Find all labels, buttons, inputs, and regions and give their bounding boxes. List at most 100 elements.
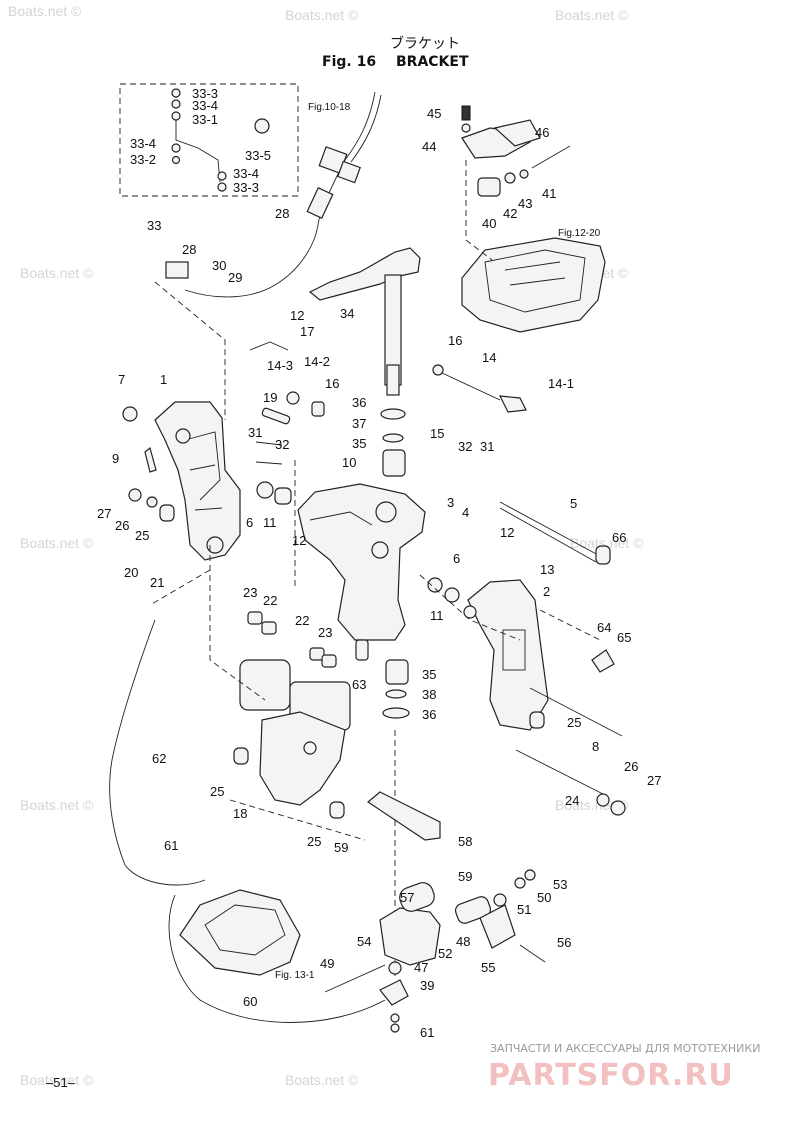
part-label: 2	[543, 584, 550, 599]
part-label: 35	[422, 667, 436, 682]
part-label: 56	[557, 935, 571, 950]
part-label: 45	[427, 106, 441, 121]
part-label: 34	[340, 306, 354, 321]
part-label: 18	[233, 806, 247, 821]
figure-title: BRACKET	[396, 54, 469, 70]
part-label: 29	[228, 270, 242, 285]
leader-line	[229, 799, 366, 841]
clip-9	[144, 446, 157, 473]
cable-60	[168, 894, 386, 1023]
swivel-case-10	[297, 483, 426, 641]
watermark: Boats.net ©	[20, 265, 94, 281]
washer-16	[432, 364, 444, 376]
washer-6-right	[444, 587, 460, 603]
parts-40-46	[461, 105, 571, 197]
bushing-25-lower-b	[329, 801, 345, 819]
leader-line	[154, 281, 226, 420]
parts-47-57	[324, 869, 546, 1033]
part-label: 57	[400, 890, 414, 905]
part-label: 23	[318, 625, 332, 640]
part-label: 28	[275, 206, 289, 221]
part-label: 31	[480, 439, 494, 454]
part-label: 41	[542, 186, 556, 201]
washer-6	[256, 481, 274, 499]
ref-fig-10-18: Fig.10-18	[308, 102, 351, 113]
part-label: 1	[160, 372, 167, 387]
ref-fig-13-1: Fig. 13-1	[275, 970, 315, 981]
part-label: 12	[292, 533, 306, 548]
part-label: 25	[135, 528, 149, 543]
tilt-shaft-5	[499, 501, 601, 557]
part-label: 11	[430, 608, 444, 623]
part-label: 54	[357, 934, 371, 949]
swivel-bracket-2	[463, 579, 549, 731]
part-label: 33-4	[192, 98, 218, 113]
power-tilt-unit-18	[239, 659, 351, 806]
leader-line	[465, 160, 493, 261]
clamp-64	[591, 649, 615, 673]
part-label: 64	[597, 620, 611, 635]
watermark: Boats.net ©	[20, 797, 94, 813]
part-label: 16	[325, 376, 339, 391]
nut-7	[122, 406, 138, 422]
housing-fig-12-20	[461, 237, 606, 333]
leader-line	[149, 569, 211, 606]
part-label: 33-4	[130, 136, 156, 151]
part-label: 33-1	[192, 112, 218, 127]
part-label: 62	[152, 751, 166, 766]
part-label: 53	[553, 877, 567, 892]
rod-14	[439, 371, 501, 401]
part-label: 20	[124, 565, 138, 580]
part-label: 33-4	[233, 166, 259, 181]
part-label: 14-1	[548, 376, 574, 391]
part-label: 24	[565, 793, 579, 808]
plate-58	[366, 791, 441, 841]
part-label: 25	[210, 784, 224, 799]
part-label: 9	[112, 451, 119, 466]
part-label: 14-3	[267, 358, 293, 373]
part-labels: 33-3 33-4 33-1 33-4 33-2 33-5 33-4 33-3 …	[97, 86, 661, 1040]
watermark: Boats.net ©	[20, 1072, 94, 1088]
bolt-63	[355, 639, 369, 661]
steering-arm-34	[308, 247, 421, 396]
part-label: 26	[624, 759, 638, 774]
part-label: 40	[482, 216, 496, 231]
part-label: 12	[290, 308, 304, 323]
shaft-8	[529, 687, 623, 737]
page-number: –51–	[46, 1075, 76, 1090]
title-japanese: ブラケット	[390, 35, 460, 52]
washer-27	[128, 488, 142, 502]
part-label: 63	[352, 677, 366, 692]
part-label: 46	[535, 125, 549, 140]
part-label: 33-2	[130, 152, 156, 167]
part-label: 22	[263, 593, 277, 608]
ref-fig-12-20: Fig.12-20	[558, 228, 601, 239]
bushing-11	[274, 487, 292, 505]
part-label: 38	[422, 687, 436, 702]
part-label: 33-3	[233, 180, 259, 195]
part-label: 61	[420, 1025, 434, 1040]
washer-27-right	[610, 800, 626, 816]
part-label: 21	[150, 575, 164, 590]
bushing-stack-bottom	[382, 659, 410, 719]
part-label: 44	[422, 139, 436, 154]
watermark: Boats.net ©	[570, 535, 644, 551]
part-label: 27	[97, 506, 111, 521]
part-label: 5	[570, 496, 577, 511]
part-label: 50	[537, 890, 551, 905]
brand-tagline: ЗАПЧАСТИ И АКСЕССУАРЫ ДЛЯ МОТОТЕХНИКИ	[490, 1042, 760, 1055]
part-label: 16	[448, 333, 462, 348]
bushing-25-right	[529, 711, 545, 729]
part-label: 65	[617, 630, 631, 645]
part-label: 22	[295, 613, 309, 628]
part-label: 27	[647, 773, 661, 788]
washer-26-right	[596, 793, 610, 807]
part-label: 6	[453, 551, 460, 566]
part-label: 6	[246, 515, 253, 530]
part-label: 8	[592, 739, 599, 754]
part-label: 3	[447, 495, 454, 510]
swivel-bracket-1	[154, 401, 241, 561]
bushing-25	[159, 504, 175, 522]
part-label: 39	[420, 978, 434, 993]
part-label: 33-3	[192, 86, 218, 101]
